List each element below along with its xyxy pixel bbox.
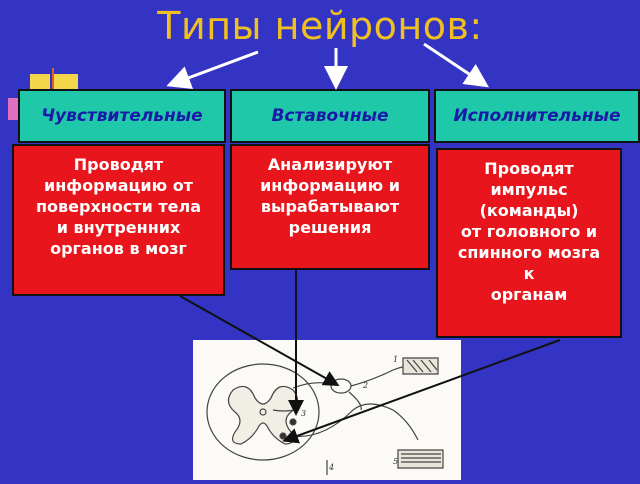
description-box-motor: Проводят импульс (команды) от головного … <box>436 148 622 338</box>
description-line: Проводят <box>484 159 574 178</box>
description-line: Анализируют <box>267 155 393 174</box>
description-line: информацию от <box>44 176 193 195</box>
description-line: информацию и <box>260 176 400 195</box>
description-line: от головного и <box>460 222 598 241</box>
description-line: органам <box>490 285 568 304</box>
description-line: импульс <box>490 180 568 199</box>
figure-label: 4 <box>328 463 334 472</box>
slide-title: Типы нейронов: <box>157 4 483 48</box>
description-line: к <box>523 264 535 283</box>
description-line: органов в мозг <box>50 239 187 258</box>
description-line: спинного мозга <box>457 243 601 262</box>
description-line: вырабатывают <box>260 197 400 216</box>
figure-label: 5 <box>393 457 398 466</box>
pointer-arrow-sensory <box>179 295 340 386</box>
decor-block <box>30 74 50 90</box>
description-box-interneuron: Анализируют информацию и вырабатывают ре… <box>230 144 430 270</box>
figure-label: 1 <box>393 355 398 364</box>
description-line: поверхности тела <box>35 197 202 216</box>
type-box-interneuron: Вставочные <box>230 89 430 143</box>
description-line: (команды) <box>479 201 579 220</box>
decor-line <box>52 68 54 96</box>
title-arrow-right <box>423 42 489 88</box>
description-line: и внутренних <box>56 218 181 237</box>
type-label-interneuron: Вставочные <box>271 106 389 126</box>
description-box-sensory: Проводят информацию от поверхности тела … <box>12 144 225 296</box>
description-line: решения <box>288 218 372 237</box>
spinal-cord-drawing: 1 2 3 4 5 <box>206 355 444 475</box>
decor-block <box>52 74 78 90</box>
type-box-motor: Исполнительные <box>434 89 640 143</box>
figure-label: 2 <box>362 381 368 390</box>
type-label-sensory: Чувствительные <box>41 106 203 126</box>
pointer-arrow-motor <box>282 339 561 444</box>
reflex-arc-figure: 1 2 3 4 5 <box>193 340 461 480</box>
description-line: Проводят <box>73 155 164 174</box>
type-box-sensory: Чувствительные <box>18 89 226 143</box>
decor-block <box>8 98 18 120</box>
type-label-motor: Исполнительные <box>453 106 621 126</box>
title-arrow-left <box>166 50 259 89</box>
